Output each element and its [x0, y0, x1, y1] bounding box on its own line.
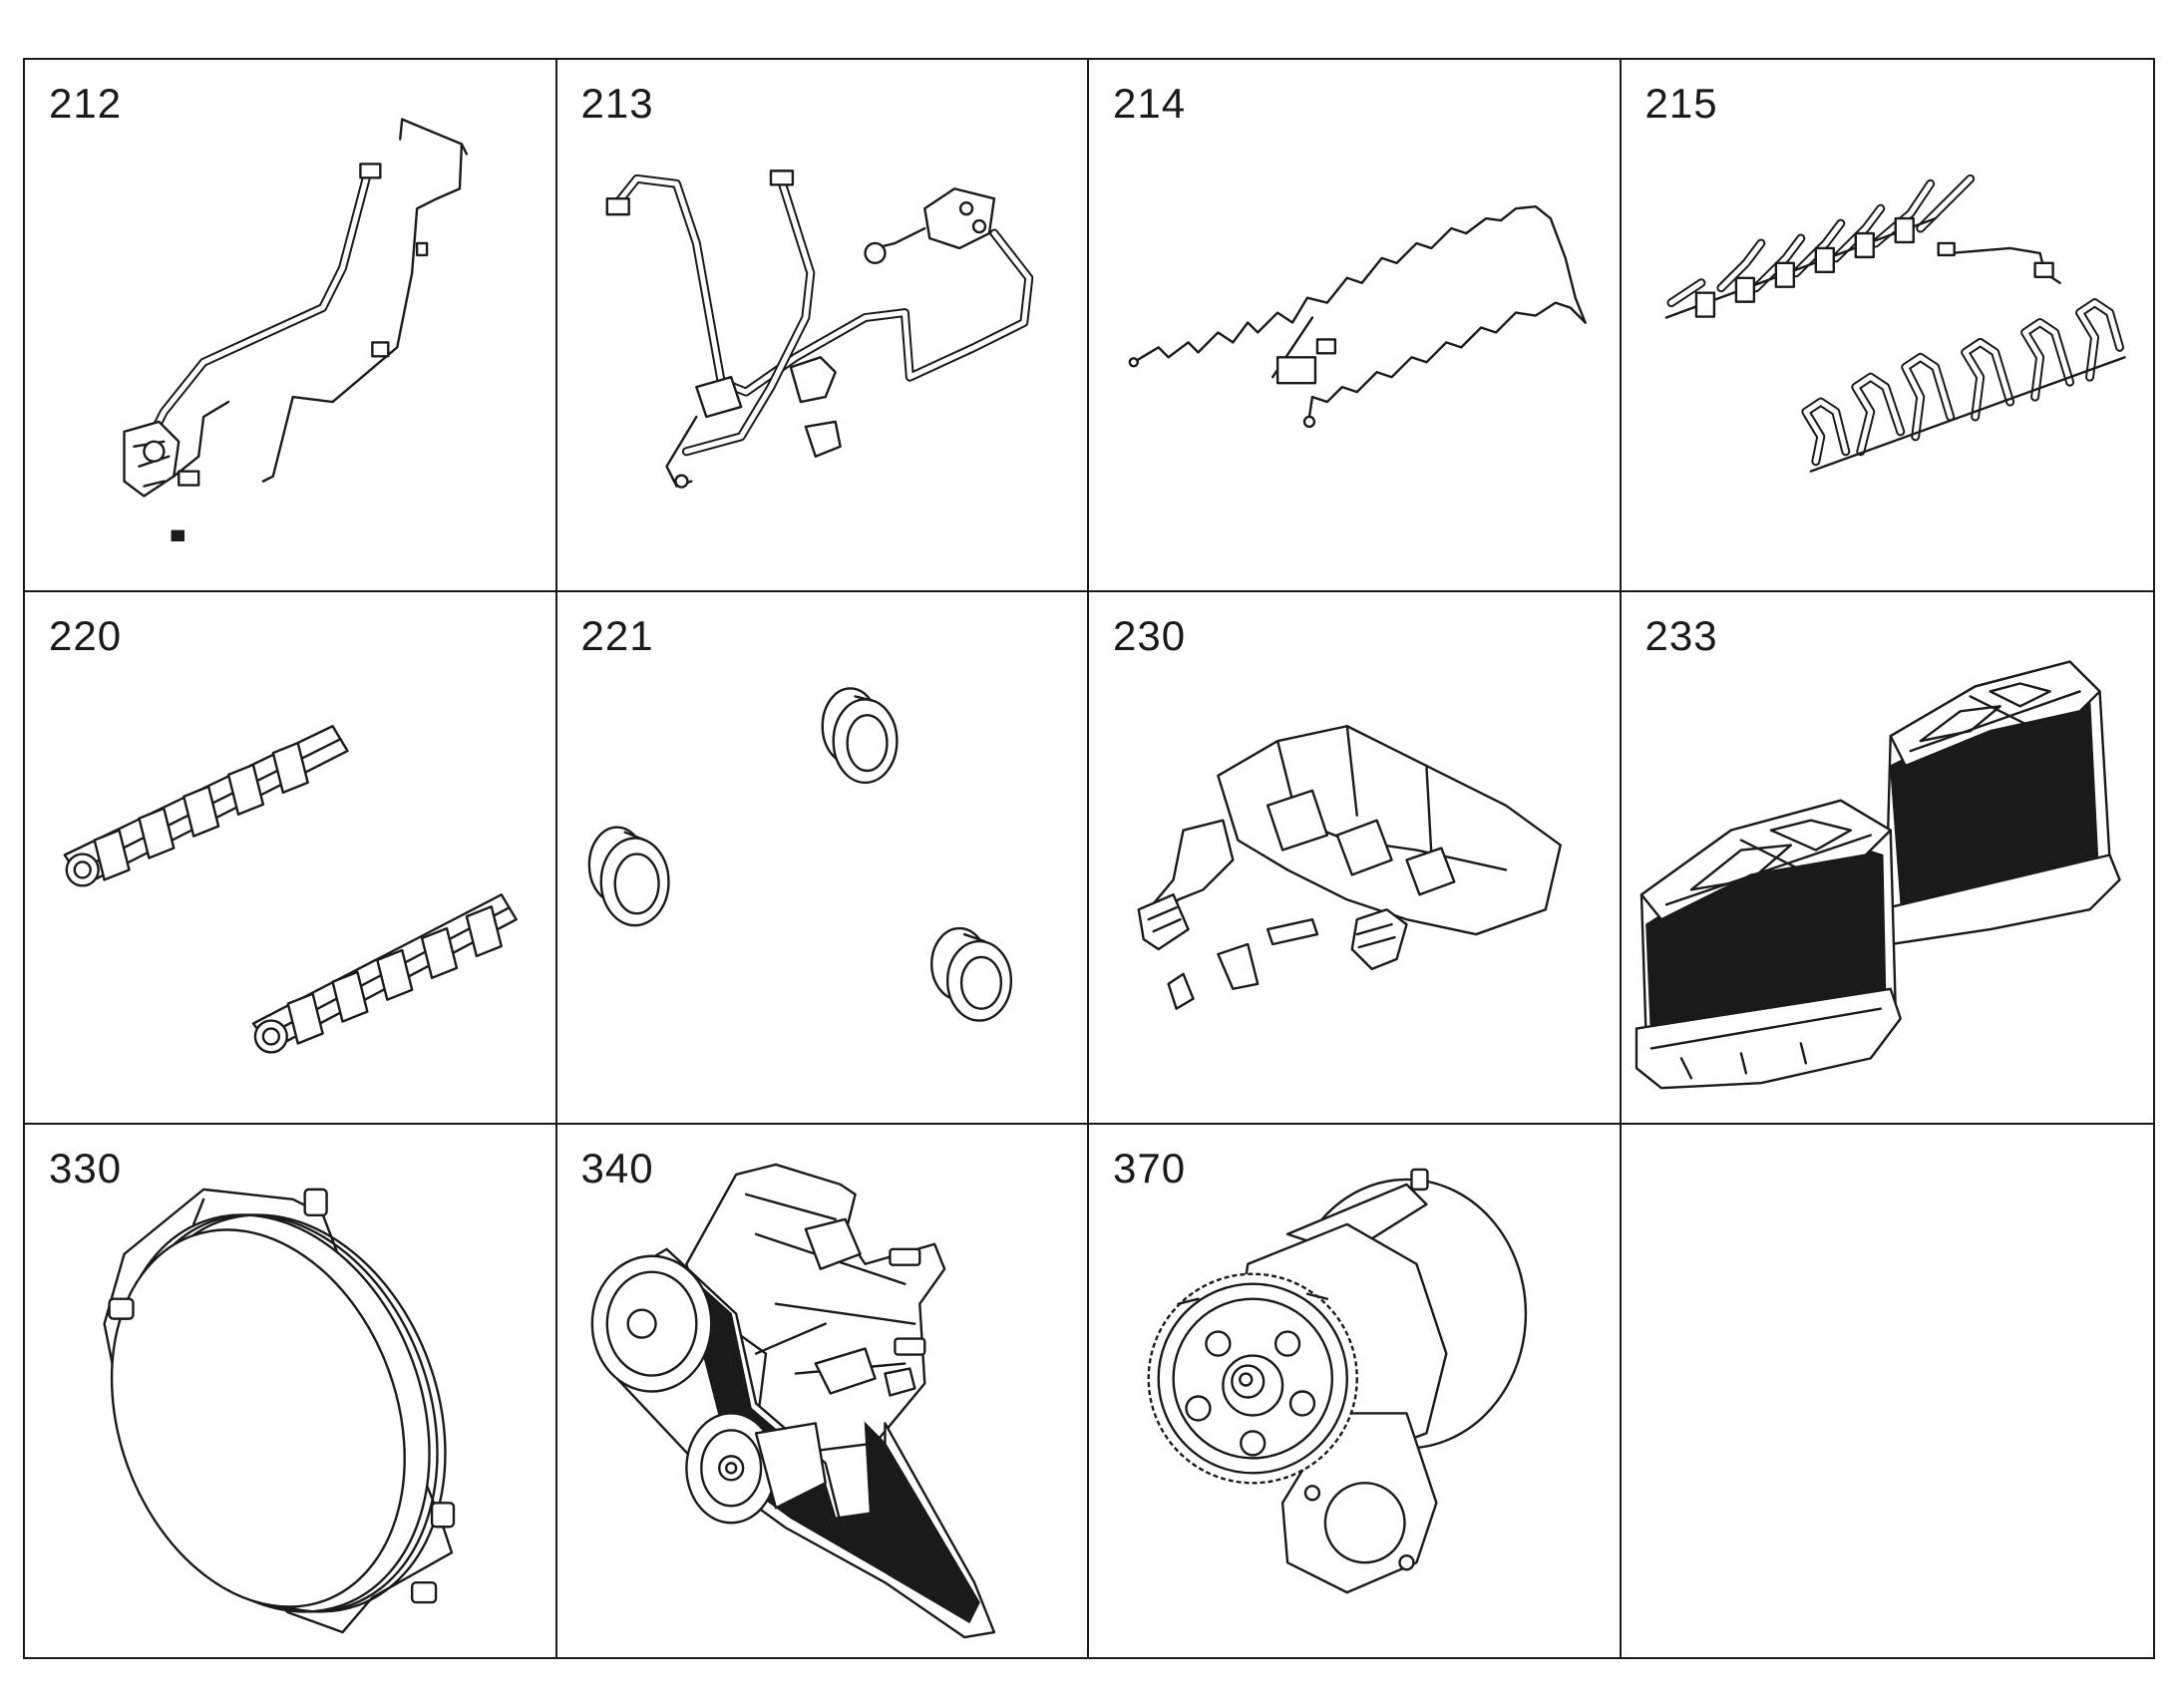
part-group-number: 213 [580, 80, 654, 127]
part-group-number: 221 [580, 612, 654, 659]
catalog-cell-230[interactable]: 230 [1089, 592, 1622, 1125]
fuel-pipes-icon [557, 60, 1088, 590]
catalog-cell-340[interactable]: 340 [557, 1125, 1089, 1657]
catalog-cell-213[interactable]: 213 [556, 60, 1089, 592]
catalog-cell-370[interactable]: 370 [1089, 1125, 1622, 1657]
injector-lines-icon [1622, 60, 2154, 590]
catalog-cell-215[interactable]: 215 [1621, 60, 2154, 592]
exhaust-manifold-icon [25, 592, 555, 1123]
intake-manifold-icon [1089, 592, 1620, 1123]
belt-drive-icon [557, 1125, 1088, 1657]
catalog-cell-330[interactable]: 330 [25, 1125, 557, 1657]
catalog-cell-233[interactable]: 233 [1621, 592, 2154, 1125]
catalog-cell-214[interactable]: 214 [1089, 60, 1622, 592]
part-group-number: 370 [1113, 1145, 1187, 1192]
charge-air-cooler-icon [1622, 592, 2154, 1123]
wiring-harness-icon [1089, 60, 1620, 590]
water-pump-icon [1089, 1125, 1620, 1657]
cover-plate-icon [25, 1125, 555, 1657]
part-group-number: 233 [1644, 612, 1718, 659]
manifold-sleeves-icon [557, 592, 1088, 1123]
part-group-number: 340 [580, 1145, 654, 1192]
catalog-cell-220[interactable]: 220 [25, 592, 557, 1125]
fuel-lines-icon [25, 60, 555, 590]
parts-catalog-grid: 212 213 [23, 58, 2155, 1659]
catalog-cell-empty [1622, 1125, 2154, 1657]
catalog-cell-221[interactable]: 221 [556, 592, 1089, 1125]
part-group-number: 212 [49, 80, 123, 127]
part-group-number: 230 [1113, 612, 1187, 659]
part-group-number: 214 [1113, 80, 1187, 127]
part-group-number: 330 [49, 1145, 123, 1192]
part-group-number: 220 [49, 612, 123, 659]
part-group-number: 215 [1644, 80, 1718, 127]
catalog-cell-212[interactable]: 212 [25, 60, 557, 592]
